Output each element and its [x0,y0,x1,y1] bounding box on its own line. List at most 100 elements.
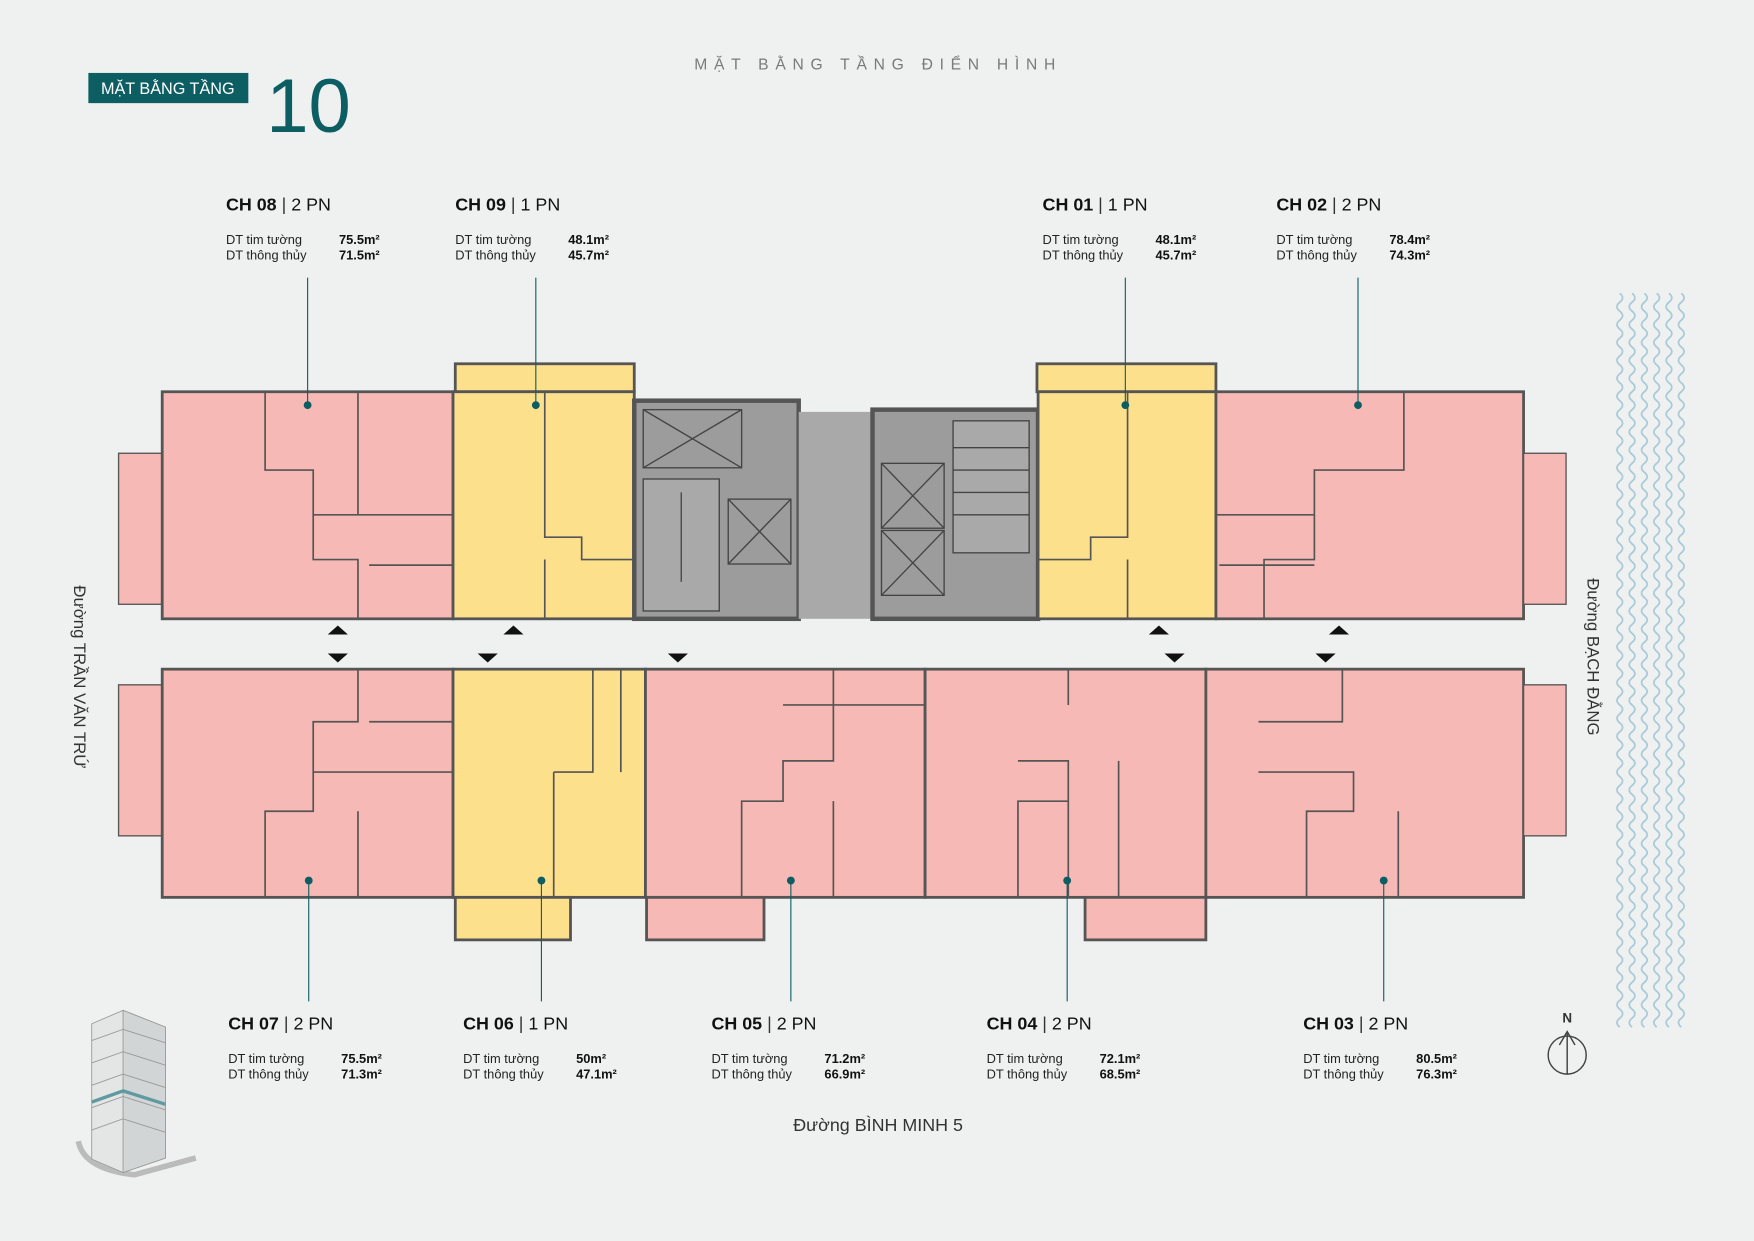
balcony-ch03 [1522,684,1567,837]
separator: | [1093,195,1108,215]
wave-line [1628,292,1636,1028]
label-dt-thong-thuy: DT thông thủy [226,248,307,263]
elevators [642,408,1030,612]
separator: | [514,1013,529,1033]
unit-label-ch02: CH 02 | 2 PN DT tim tường 78.4m² DT thông t… [1276,195,1430,263]
unit-id: CH 07 [228,1013,279,1033]
label-dt-tim-tuong: DT tim tường [228,1051,304,1066]
unit-title: CH 03 | 2 PN [1303,1013,1408,1033]
unit-title: CH 05 | 2 PN [711,1013,816,1033]
balcony-ch06 [453,895,572,942]
unit-title: CH 08 | 2 PN [226,195,331,215]
balcony-ch05 [645,895,766,942]
label-dt-tim-tuong: DT tim tường [1276,232,1352,247]
wave-line [1640,292,1649,1028]
separator: | [762,1013,777,1033]
unit-ch06 [451,667,647,899]
unit-id: CH 04 [987,1013,1038,1033]
label-dt-thong-thuy: DT thông thủy [1043,248,1124,263]
label-dt-thong-thuy: DT thông thủy [711,1067,792,1082]
unit-type: 2 PN [1052,1013,1092,1033]
unit-title: CH 04 | 2 PN [987,1013,1092,1033]
value-dt-thong-thuy: 71.3m² [341,1067,382,1082]
unit-id: CH 06 [463,1013,514,1033]
balcony-ch01 [1035,362,1218,394]
label-dt-thong-thuy: DT thông thủy [455,248,536,263]
value-dt-thong-thuy: 71.5m² [339,248,380,263]
unit-label-ch09: CH 09 | 1 PN DT tim tường 48.1m² DT thông t… [455,195,609,263]
value-dt-tim-tuong: 80.5m² [1416,1051,1457,1066]
unit-id: CH 02 [1276,195,1327,215]
corridor [162,618,1524,670]
value-dt-thong-thuy: 76.3m² [1416,1067,1457,1082]
arrow-down-icon [327,653,348,663]
floor-badge-label: MẶT BẰNG TẦNG [101,79,235,98]
label-dt-tim-tuong: DT tim tường [711,1051,787,1066]
unit-ch07 [160,667,455,899]
label-dt-tim-tuong: DT tim tường [455,232,531,247]
unit-title: CH 01 | 1 PN [1043,195,1148,215]
balcony-ch07 [117,684,163,837]
unit-type: 2 PN [291,195,331,215]
value-dt-thong-thuy: 66.9m² [824,1067,865,1082]
compass: N [1547,1011,1587,1075]
label-dt-thong-thuy: DT thông thủy [987,1067,1068,1082]
unit-type: 1 PN [521,195,561,215]
unit-marker-ch02 [1354,401,1362,410]
unit-leaders [303,277,1388,1002]
unit-label-ch07: CH 07 | 2 PN DT tim tường 75.5m² DT thông t… [228,1013,382,1081]
unit-id: CH 03 [1303,1013,1354,1033]
arrow-down-icon [1164,653,1185,663]
value-dt-thong-thuy: 47.1m² [576,1067,617,1082]
unit-marker-ch06 [537,876,546,885]
arrow-up-icon [1328,625,1350,635]
separator: | [277,195,292,215]
value-dt-tim-tuong: 75.5m² [339,232,380,247]
label-dt-thong-thuy: DT thông thủy [463,1067,544,1082]
value-dt-tim-tuong: 72.1m² [1100,1051,1141,1066]
street-east: Đường BẠCH ĐẰNG [1583,578,1602,735]
unit-marker-ch07 [304,876,313,885]
unit-ch03 [1204,667,1525,899]
wave-line [1665,292,1673,1028]
unit-label-ch05: CH 05 | 2 PN DT tim tường 71.2m² DT thông t… [711,1013,865,1081]
unit-title: CH 07 | 2 PN [228,1013,333,1033]
unit-ch08 [160,390,455,621]
floor-plan [117,362,1567,942]
unit-marker-ch01 [1121,401,1130,410]
value-dt-tim-tuong: 75.5m² [341,1051,382,1066]
arrow-up-icon [1148,625,1169,635]
floor-badge [88,72,249,104]
separator: | [1037,1013,1052,1033]
balcony-ch04 [1083,895,1208,942]
unit-id: CH 08 [226,195,277,215]
interior-walls [264,391,1405,898]
street-west: Đường TRẦN VĂN TRỨ [70,585,89,768]
value-dt-tim-tuong: 48.1m² [568,232,609,247]
label-dt-thong-thuy: DT thông thủy [1276,248,1357,263]
unit-labels: CH 08 | 2 PN DT tim tường 75.5m² DT thông t… [226,195,1458,1082]
unit-title: CH 02 | 2 PN [1276,195,1381,215]
building-thumbnail [75,1009,197,1178]
unit-marker-ch05 [786,876,795,885]
label-dt-thong-thuy: DT thông thủy [228,1067,309,1082]
unit-marker-ch03 [1379,876,1388,885]
separator: | [279,1013,294,1033]
arrow-up-icon [503,625,524,635]
value-dt-tim-tuong: 50m² [576,1051,607,1066]
label-dt-thong-thuy: DT thông thủy [1303,1067,1384,1082]
separator: | [506,195,521,215]
floor-number: 10 [266,64,351,149]
river-waves [1616,292,1685,1028]
unit-id: CH 09 [455,195,506,215]
separator: | [1327,195,1342,215]
label-dt-tim-tuong: DT tim tường [226,232,302,247]
value-dt-tim-tuong: 71.2m² [824,1051,865,1066]
label-dt-tim-tuong: DT tim tường [463,1051,539,1066]
shaft [798,411,873,619]
value-dt-tim-tuong: 78.4m² [1389,232,1430,247]
